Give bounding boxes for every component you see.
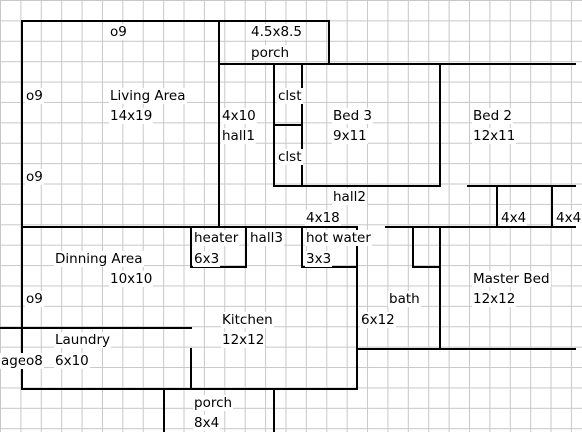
label-bath-size: 6x12 bbox=[360, 312, 396, 328]
wall-porch-top-right bbox=[328, 20, 330, 64]
label-kitchen-size: 12x12 bbox=[221, 332, 266, 348]
label-porch-bottom: porch bbox=[193, 395, 234, 411]
label-master-bed: Master Bed bbox=[472, 271, 551, 287]
label-hall1: hall1 bbox=[221, 128, 256, 144]
label-kitchen: Kitchen bbox=[221, 312, 274, 328]
wall-porch-bottom-left bbox=[163, 388, 165, 432]
label-porch-top-size: 4.5x8.5 bbox=[250, 24, 303, 40]
wall-living-right bbox=[218, 20, 220, 228]
wall-kitchen-right bbox=[356, 226, 358, 390]
wall-heater-left bbox=[190, 226, 192, 268]
wall-bed2-closet-mid bbox=[551, 185, 553, 228]
label-laundry: Laundry bbox=[54, 332, 112, 348]
wall-bed2-bottom bbox=[467, 185, 576, 187]
wall-hotwater-bottom bbox=[301, 266, 358, 268]
label-bed3-size: 9x11 bbox=[332, 128, 368, 144]
label-top-o9: o9 bbox=[109, 24, 128, 40]
label-bed2: Bed 2 bbox=[472, 108, 514, 124]
label-hall2: hall2 bbox=[332, 189, 367, 205]
wall-bed2-closet-left bbox=[496, 185, 498, 228]
label-hot-water: hot water bbox=[305, 230, 372, 246]
label-hall1-size: 4x10 bbox=[221, 108, 257, 124]
wall-back bbox=[21, 388, 358, 390]
wall-top-main bbox=[21, 20, 330, 22]
wall-living-dinning bbox=[21, 226, 358, 228]
wall-closet-mid bbox=[273, 124, 303, 126]
wall-hotwater-left bbox=[301, 226, 303, 268]
label-porch-bottom-size: 8x4 bbox=[193, 415, 221, 431]
wall-bath-closet-bottom bbox=[412, 266, 441, 268]
wall-heater-right bbox=[245, 226, 247, 268]
label-left-o9-2: o9 bbox=[25, 169, 44, 185]
wall-porch-bottom-right bbox=[273, 388, 275, 432]
label-living-area: Living Area bbox=[109, 88, 187, 104]
label-laundry-size: 6x10 bbox=[54, 353, 90, 369]
label-left-o9-1: o9 bbox=[25, 88, 44, 104]
wall-bath-master bbox=[439, 226, 441, 350]
wall-heater-bottom bbox=[190, 266, 247, 268]
label-bed2-closet-2: 4x4 bbox=[555, 210, 582, 226]
label-left-o8: o8 bbox=[25, 353, 44, 369]
label-hot-water-size: 3x3 bbox=[305, 251, 333, 267]
label-living-size: 14x19 bbox=[109, 108, 154, 124]
label-bath: bath bbox=[388, 291, 421, 307]
label-hall3: hall3 bbox=[249, 230, 284, 246]
label-bed2-size: 12x11 bbox=[472, 128, 517, 144]
label-left-o9-3: o9 bbox=[25, 291, 44, 307]
label-bed3: Bed 3 bbox=[332, 108, 374, 124]
wall-laundry-top bbox=[0, 327, 192, 329]
wall-master-top bbox=[385, 226, 576, 228]
label-garage-cut: age bbox=[0, 353, 28, 369]
label-closet-1: clst bbox=[277, 88, 303, 104]
label-porch-top: porch bbox=[250, 45, 291, 61]
wall-left-outer bbox=[21, 20, 23, 390]
wall-laundry-right bbox=[190, 348, 192, 390]
wall-closet-bottom bbox=[273, 185, 303, 187]
wall-bath-closet-left bbox=[412, 226, 414, 268]
label-hall2-size: 4x18 bbox=[305, 210, 341, 226]
label-closet-2: clst bbox=[277, 149, 303, 165]
label-master-size: 12x12 bbox=[472, 291, 517, 307]
label-heater: heater bbox=[193, 230, 240, 246]
label-dinning-area: Dinning Area bbox=[54, 251, 144, 267]
wall-bed3-bottom bbox=[301, 185, 441, 187]
wall-master-bottom bbox=[356, 348, 576, 350]
label-heater-size: 6x3 bbox=[193, 251, 221, 267]
label-dinning-size: 10x10 bbox=[109, 271, 154, 287]
label-bed2-closet-1: 4x4 bbox=[500, 210, 528, 226]
wall-bed3-bed2 bbox=[439, 63, 441, 187]
wall-front bbox=[218, 63, 576, 65]
